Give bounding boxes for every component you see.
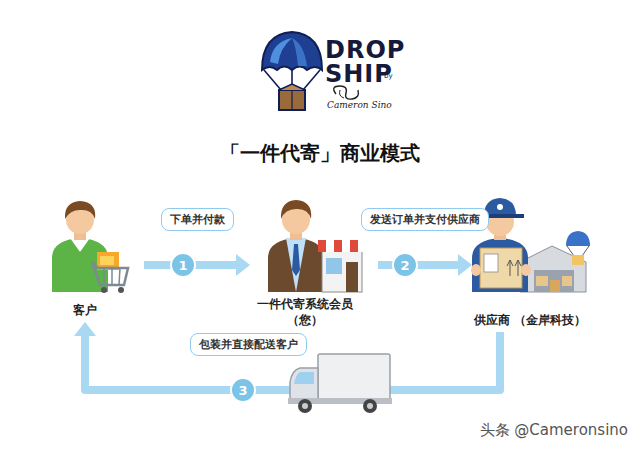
shopping-cart	[92, 252, 128, 293]
store-front	[318, 240, 366, 292]
callout-number: 2	[400, 258, 409, 273]
watermark: 头条 @Cameronsino	[480, 421, 628, 440]
step-label: 下单并付款	[161, 208, 234, 231]
delivery-truck	[288, 354, 392, 413]
logo-word: DROP	[325, 36, 405, 64]
actor-node: 一件代寄系统会员 （您）	[246, 190, 364, 328]
step-circles	[171, 253, 417, 402]
step-label: 发送订单并支付供应商	[361, 208, 489, 231]
warehouse	[520, 246, 586, 292]
flow-arrow	[144, 254, 250, 276]
flow-arrow	[378, 254, 472, 276]
customer-figure	[52, 201, 128, 293]
package-box	[471, 248, 531, 288]
callout-number: 1	[178, 258, 187, 273]
member-figure	[268, 200, 366, 292]
logo-brand: Cameron Sino	[327, 100, 392, 110]
logo-by: by	[384, 72, 393, 80]
step-label: 包装并直接配送客户	[190, 333, 307, 356]
small-parachute	[566, 231, 590, 265]
supplier-figure	[471, 198, 590, 292]
diagram-title: 「一件代寄」商业模式	[0, 140, 640, 167]
actor-label: 客户	[73, 302, 97, 318]
callout-number: 3	[238, 383, 247, 398]
actor-label: 供应商 （金岸科技）	[474, 312, 586, 328]
arrow-head	[74, 322, 96, 336]
actor-node: 客户	[40, 190, 130, 318]
logo-word: SHIP	[325, 60, 393, 88]
actor-label: 一件代寄系统会员 （您）	[246, 296, 364, 328]
arrow-head	[458, 254, 472, 276]
arrow-head	[236, 254, 250, 276]
flow-arrow	[74, 322, 500, 390]
